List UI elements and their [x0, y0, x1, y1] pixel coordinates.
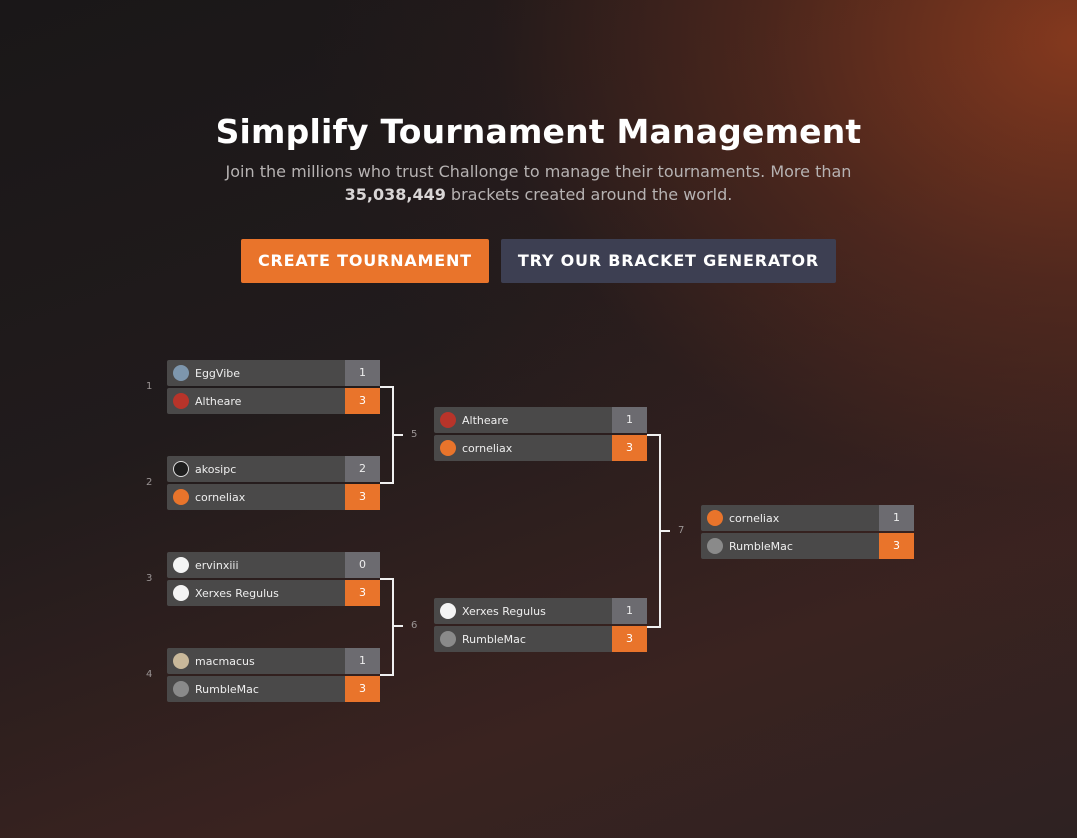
avatar — [173, 461, 189, 477]
player-name: RumbleMac — [462, 632, 526, 646]
match-5[interactable]: Altheare 1 corneliax 3 — [434, 407, 647, 461]
avatar — [440, 440, 456, 456]
avatar — [707, 510, 723, 526]
player-name: Xerxes Regulus — [195, 586, 279, 600]
score: 1 — [612, 598, 647, 624]
match-slot[interactable]: akosipc 2 — [167, 456, 380, 482]
score: 3 — [345, 580, 380, 606]
match-slot[interactable]: macmacus 1 — [167, 648, 380, 674]
match-number: 3 — [146, 573, 153, 584]
match-slot[interactable]: corneliax 1 — [701, 505, 914, 531]
match-number: 4 — [146, 669, 153, 680]
score: 3 — [345, 484, 380, 510]
player-name: Xerxes Regulus — [462, 604, 546, 618]
match-slot[interactable]: RumbleMac 3 — [701, 533, 914, 559]
match-number: 1 — [146, 381, 153, 392]
match-number: 2 — [146, 477, 153, 488]
match-number: 6 — [411, 620, 418, 631]
bracket-connector — [659, 530, 670, 532]
bracket-count: 35,038,449 — [344, 185, 446, 204]
match-4[interactable]: macmacus 1 RumbleMac 3 — [167, 648, 380, 702]
score: 3 — [612, 626, 647, 652]
bracket-generator-button[interactable]: TRY OUR BRACKET GENERATOR — [500, 239, 837, 283]
match-slot[interactable]: corneliax 3 — [434, 435, 647, 461]
avatar — [440, 631, 456, 647]
avatar — [173, 585, 189, 601]
player-name: EggVibe — [195, 366, 241, 380]
score: 3 — [612, 435, 647, 461]
match-slot[interactable]: Altheare 1 — [434, 407, 647, 433]
player-name: Altheare — [462, 413, 509, 427]
score: 3 — [879, 533, 914, 559]
match-slot[interactable]: RumbleMac 3 — [167, 676, 380, 702]
match-7-final[interactable]: corneliax 1 RumbleMac 3 — [701, 505, 914, 559]
player-name: RumbleMac — [195, 682, 259, 696]
hero-subtitle-line1: Join the millions who trust Challonge to… — [225, 162, 852, 181]
match-slot[interactable]: Altheare 3 — [167, 388, 380, 414]
avatar — [173, 489, 189, 505]
match-slot[interactable]: ervinxiii 0 — [167, 552, 380, 578]
match-number: 7 — [678, 525, 685, 536]
match-6[interactable]: Xerxes Regulus 1 RumbleMac 3 — [434, 598, 647, 652]
cta-buttons: CREATE TOURNAMENT TRY OUR BRACKET GENERA… — [0, 239, 1077, 283]
hero-subtitle: Join the millions who trust Challonge to… — [219, 160, 859, 206]
score: 3 — [345, 388, 380, 414]
avatar — [173, 393, 189, 409]
bracket-connector — [380, 578, 394, 676]
match-slot[interactable]: Xerxes Regulus 1 — [434, 598, 647, 624]
avatar — [173, 681, 189, 697]
score: 1 — [345, 648, 380, 674]
bracket-connector — [392, 625, 403, 627]
score: 1 — [345, 360, 380, 386]
player-name: ervinxiii — [195, 558, 239, 572]
match-slot[interactable]: EggVibe 1 — [167, 360, 380, 386]
player-name: Altheare — [195, 394, 242, 408]
match-slot[interactable]: RumbleMac 3 — [434, 626, 647, 652]
player-name: RumbleMac — [729, 539, 793, 553]
avatar — [173, 557, 189, 573]
hero: Simplify Tournament Management Join the … — [0, 112, 1077, 206]
match-slot[interactable]: corneliax 3 — [167, 484, 380, 510]
avatar — [440, 412, 456, 428]
player-name: akosipc — [195, 462, 237, 476]
hero-title: Simplify Tournament Management — [215, 112, 862, 151]
match-1[interactable]: EggVibe 1 Altheare 3 — [167, 360, 380, 414]
match-2[interactable]: akosipc 2 corneliax 3 — [167, 456, 380, 510]
match-slot[interactable]: Xerxes Regulus 3 — [167, 580, 380, 606]
score: 3 — [345, 676, 380, 702]
avatar — [173, 365, 189, 381]
player-name: macmacus — [195, 654, 255, 668]
score: 1 — [612, 407, 647, 433]
avatar — [440, 603, 456, 619]
player-name: corneliax — [195, 490, 246, 504]
create-tournament-button[interactable]: CREATE TOURNAMENT — [240, 239, 489, 283]
avatar — [707, 538, 723, 554]
match-3[interactable]: ervinxiii 0 Xerxes Regulus 3 — [167, 552, 380, 606]
score: 0 — [345, 552, 380, 578]
player-name: corneliax — [729, 511, 780, 525]
hero-subtitle-line2: brackets created around the world. — [445, 185, 733, 204]
avatar — [173, 653, 189, 669]
match-number: 5 — [411, 429, 418, 440]
player-name: corneliax — [462, 441, 513, 455]
score: 1 — [879, 505, 914, 531]
score: 2 — [345, 456, 380, 482]
bracket-connector — [392, 434, 403, 436]
